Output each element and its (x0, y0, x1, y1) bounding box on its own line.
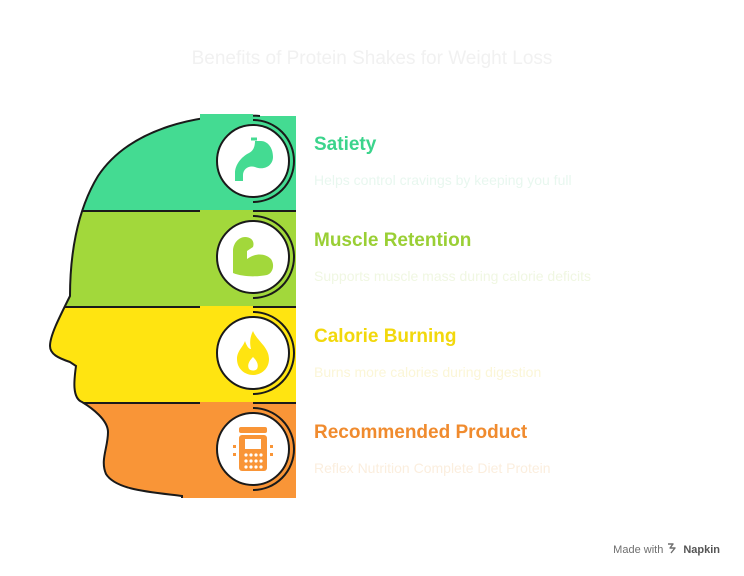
diagram-title: Benefits of Protein Shakes for Weight Lo… (191, 48, 553, 69)
napkin-logo-icon (667, 542, 679, 557)
protein-container-icon (233, 427, 273, 471)
muscle-retention-heading: Muscle Retention (314, 230, 472, 251)
muscle-retention-description: Supports muscle mass during calorie defi… (314, 268, 592, 284)
calorie-burning-heading: Calorie Burning (314, 326, 457, 347)
recommended-product-heading: Recommended Product (314, 422, 528, 443)
flame-icon (237, 331, 269, 375)
made-with-napkin-footer[interactable]: Made with Napkin (613, 542, 720, 557)
satiety-description: Helps control cravings by keeping you fu… (314, 172, 572, 188)
head-outline (48, 114, 261, 498)
footer-prefix: Made with (613, 543, 664, 556)
stomach-icon (235, 137, 273, 181)
flexed-bicep-icon (233, 237, 274, 277)
calorie-burning-description: Burns more calories during digestion (314, 364, 542, 380)
footer-brand: Napkin (683, 543, 720, 556)
satiety-heading: Satiety (314, 134, 377, 155)
recommended-product-description: Reflex Nutrition Complete Diet Protein (314, 460, 551, 476)
